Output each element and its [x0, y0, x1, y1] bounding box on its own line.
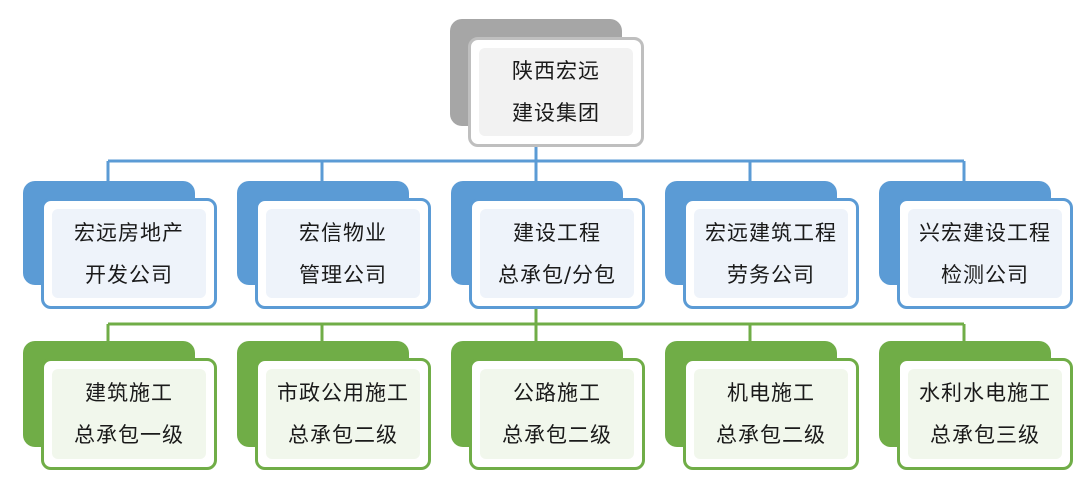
node-line-2: 总承包二级 [502, 423, 612, 447]
level1-node-construction: 建设工程 总承包/分包 [451, 181, 647, 311]
root-node-card: 陕西宏远 建设集团 [468, 37, 644, 147]
level2-node-mechanical: 机电施工 总承包二级 [665, 341, 861, 473]
node-line-1: 机电施工 [727, 381, 815, 405]
level1-node-property: 宏信物业 管理公司 [237, 181, 433, 311]
level1-node-labor: 宏远建筑工程 劳务公司 [665, 181, 861, 311]
level2-node-municipal: 市政公用施工 总承包二级 [237, 341, 433, 473]
node-line-2: 开发公司 [85, 262, 173, 287]
node-line-2: 总承包三级 [930, 423, 1040, 447]
root-node-line-2: 建设集团 [512, 101, 600, 125]
root-node-line-1: 陕西宏远 [512, 59, 600, 83]
node-line-2: 检测公司 [941, 262, 1029, 287]
node-line-1: 建设工程 [513, 220, 601, 245]
level2-node-highway: 公路施工 总承包二级 [451, 341, 647, 473]
node-line-1: 水利水电施工 [919, 381, 1051, 405]
node-line-2: 总承包/分包 [497, 262, 617, 287]
node-line-1: 市政公用施工 [277, 381, 409, 405]
node-line-1: 宏信物业 [299, 220, 387, 245]
node-line-2: 劳务公司 [727, 262, 815, 287]
node-line-2: 总承包一级 [74, 423, 184, 447]
node-line-1: 公路施工 [513, 381, 601, 405]
node-line-2: 管理公司 [299, 262, 387, 287]
node-line-1: 兴宏建设工程 [919, 220, 1051, 245]
node-line-1: 宏远房地产 [74, 220, 184, 245]
node-line-2: 总承包二级 [288, 423, 398, 447]
node-line-1: 宏远建筑工程 [705, 220, 837, 245]
root-node: 陕西宏远 建设集团 [450, 19, 646, 147]
level2-node-building: 建筑施工 总承包一级 [23, 341, 219, 473]
node-line-2: 总承包二级 [716, 423, 826, 447]
level1-node-testing: 兴宏建设工程 检测公司 [879, 181, 1075, 311]
node-line-1: 建筑施工 [85, 381, 173, 405]
level2-node-water: 水利水电施工 总承包三级 [879, 341, 1075, 473]
level1-node-real-estate: 宏远房地产 开发公司 [23, 181, 219, 311]
